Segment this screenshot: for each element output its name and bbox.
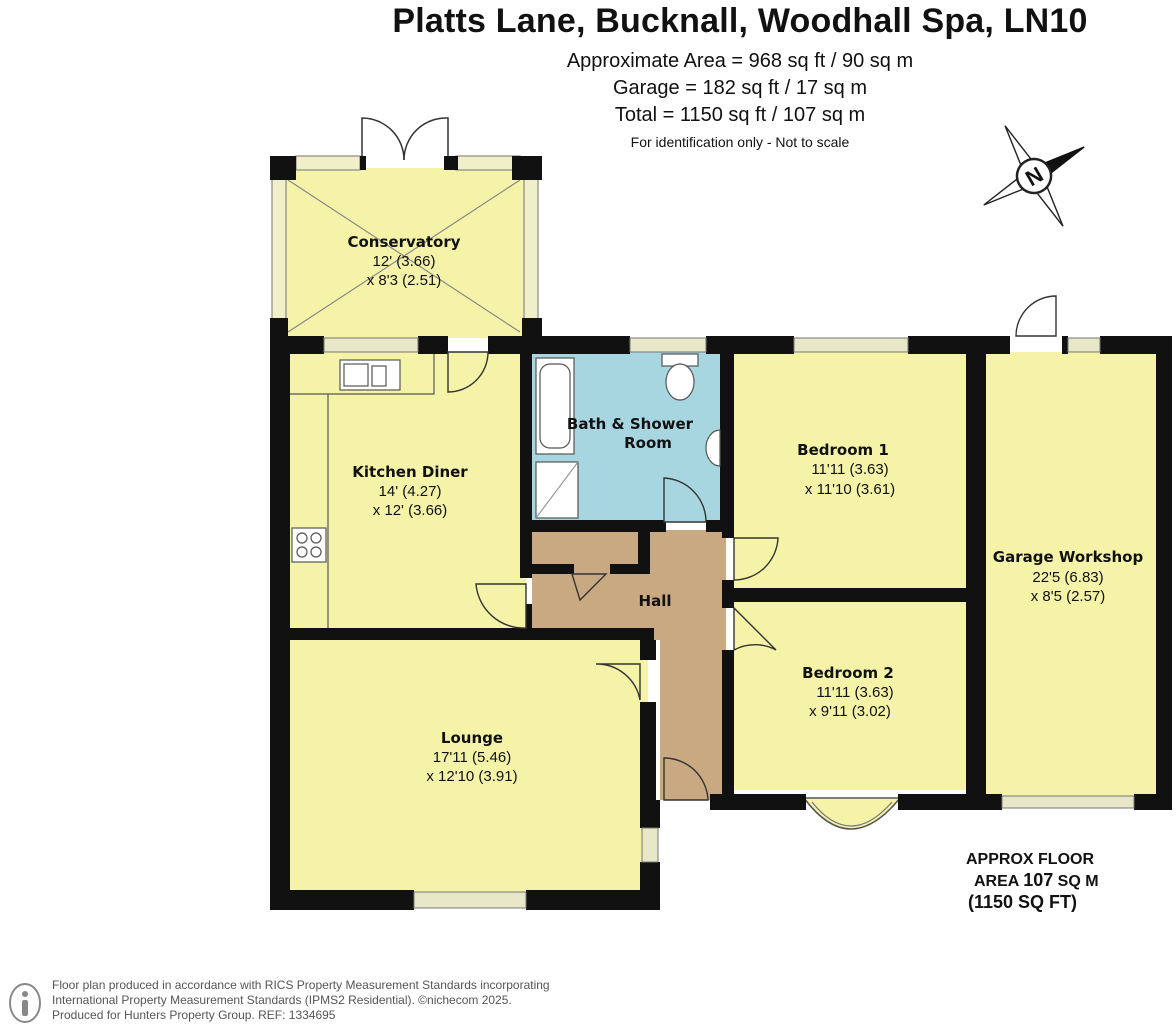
plan-title: Platts Lane, Bucknall, Woodhall Spa, LN1… <box>392 2 1088 40</box>
lounge-floor <box>282 640 648 902</box>
garage-dim2: x 8'5 (2.57) <box>1031 588 1106 605</box>
garage-floor <box>986 352 1164 798</box>
conservatory-dim1: 12' (3.66) <box>373 253 436 270</box>
footer-line-2: International Property Measurement Stand… <box>52 993 512 1007</box>
lounge-label: Lounge <box>441 729 503 747</box>
footer-line-3: Produced for Hunters Property Group. REF… <box>52 1008 336 1022</box>
bath-label-2: Room <box>624 434 672 452</box>
bath-label-1: Bath & Shower <box>567 415 694 433</box>
compass-icon: N <box>983 125 1085 227</box>
bedroom1-dim1: 11'11 (3.63) <box>811 461 888 478</box>
room-labels: Conservatory 12' (3.66) x 8'3 (2.51) Kit… <box>347 233 1143 785</box>
conservatory-glazing <box>271 155 539 337</box>
bay-window <box>802 797 902 830</box>
lounge-dim1: 17'11 (5.46) <box>433 749 511 766</box>
approx-line-1: APPROX FLOOR <box>966 851 1095 868</box>
garage-dim1: 22'5 (6.83) <box>1032 569 1103 586</box>
bedroom2-floor <box>734 602 970 790</box>
total-area: Total = 1150 sq ft / 107 sq m <box>614 104 866 126</box>
lounge-dim2: x 12'10 (3.91) <box>426 768 517 785</box>
scale-note: For identification only - Not to scale <box>630 134 850 150</box>
kitchen-dim1: 14' (4.27) <box>379 483 442 500</box>
kitchen-label: Kitchen Diner <box>352 463 468 481</box>
french-doors <box>361 117 449 161</box>
bedroom2-dim2: x 9'11 (3.02) <box>809 703 891 720</box>
garage-area: Garage = 182 sq ft / 17 sq m <box>612 77 868 99</box>
approx-suffix: SQ M <box>1053 873 1099 890</box>
approx-line-3: (1150 SQ FT) <box>968 892 1078 912</box>
conservatory-label: Conservatory <box>347 233 460 251</box>
bath-fixtures <box>535 353 721 519</box>
doors <box>447 295 1057 801</box>
approx-floor-area: APPROX FLOOR AREA 107 SQ M (1150 SQ FT) <box>960 850 1099 912</box>
approx-value: 107 <box>1023 870 1054 890</box>
kitchen-fixtures <box>290 354 435 628</box>
garage-label: Garage Workshop <box>993 548 1144 566</box>
info-icon <box>9 983 41 1023</box>
bedroom1-dim2: x 11'10 (3.61) <box>805 481 895 498</box>
bedroom1-label: Bedroom 1 <box>797 441 889 459</box>
kitchen-dim2: x 12' (3.66) <box>373 502 448 519</box>
approx-line-2: AREA 107 SQ M <box>960 870 1099 892</box>
walls <box>270 156 1172 910</box>
conservatory-dim2: x 8'3 (2.51) <box>367 272 442 289</box>
approx-area: Approximate Area = 968 sq ft / 90 sq m <box>566 50 914 72</box>
windows <box>323 337 1135 909</box>
footer-note: Floor plan produced in accordance with R… <box>52 978 550 1023</box>
hall-label: Hall <box>639 592 672 610</box>
approx-prefix: AREA <box>974 873 1024 890</box>
bedroom2-label: Bedroom 2 <box>802 664 894 682</box>
bedroom2-dim1: 11'11 (3.63) <box>816 684 893 701</box>
footer-line-1: Floor plan produced in accordance with R… <box>52 978 550 992</box>
